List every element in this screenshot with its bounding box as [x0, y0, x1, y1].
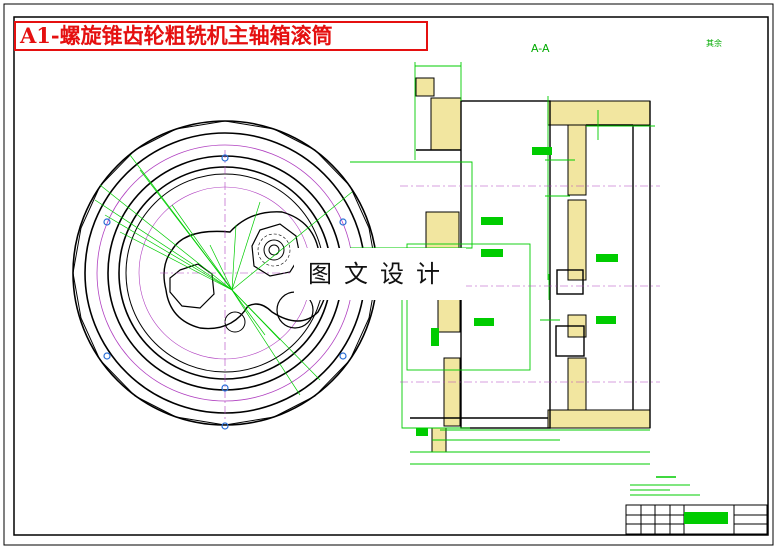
drawing-title: A1-螺旋锥齿轮粗铣机主轴箱滚筒	[14, 21, 428, 51]
section-label: A-A	[531, 42, 550, 55]
roughness-label: 其余	[706, 39, 722, 48]
title-block-name-cell	[684, 512, 728, 524]
front-view-leaders	[94, 154, 353, 396]
inner-frame	[13, 16, 769, 536]
tech-notes	[630, 476, 700, 496]
outer-frame	[3, 3, 774, 546]
watermark-stamp: 图文设计	[294, 248, 466, 300]
